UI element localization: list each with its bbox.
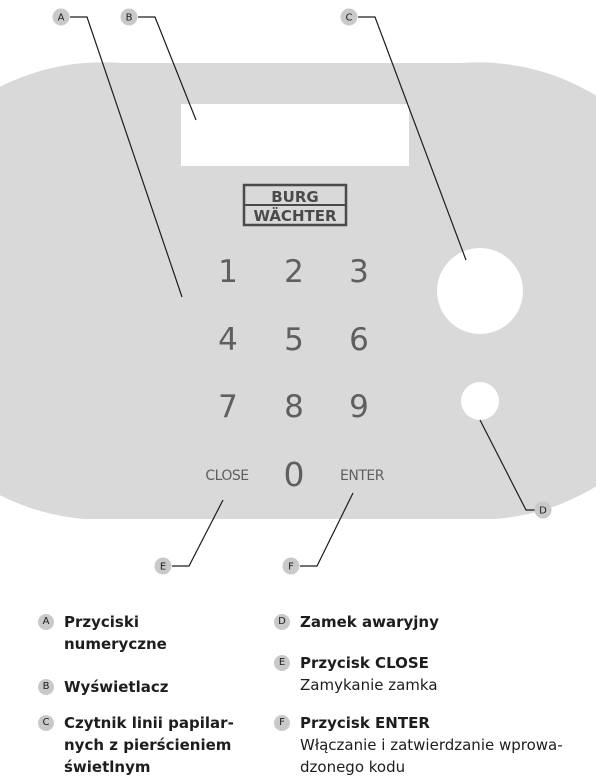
legend-c-title-2: nych z pierścieniem [64,736,232,754]
callout-b-badge [120,8,138,26]
legend-b-badge: B [38,679,54,695]
legend-e-desc: Zamykanie zamka [300,676,438,694]
brand-line1: BURG [271,188,318,206]
key-4[interactable]: 4 [218,322,238,358]
leader-line-f [300,492,354,567]
legend-f-desc-1: Włączanie i zatwierdzanie wprowa- [300,736,563,754]
leader-line-b [138,16,197,121]
callout-b-letter: B [126,13,133,24]
callout-c-letter: C [346,13,353,24]
key-7[interactable]: 7 [218,389,238,425]
key-1[interactable]: 1 [218,254,238,290]
burg-waechter-logo: BURG WÄCHTER [242,183,348,227]
legend-a-badge: A [38,614,54,630]
legend-c-badge: C [38,715,54,731]
enter-button[interactable]: ENTER [340,468,385,484]
callout-e-badge [154,557,172,575]
key-9[interactable]: 9 [349,389,369,425]
legend-c-title-1: Czytnik linii papilar- [64,714,234,732]
legend-a-title-2: numeryczne [64,635,167,653]
callout-a-badge [52,8,70,26]
fingerprint-reader[interactable] [437,248,523,334]
key-2[interactable]: 2 [284,254,304,290]
legend-e-badge: E [274,655,290,671]
lock-diagram: BURG WÄCHTER 1 2 3 4 5 6 7 8 9 0 CLOSE E… [0,8,596,575]
callout-e-letter: E [160,562,166,573]
legend-f-title: Przycisk ENTER [300,714,430,732]
lock-panel [0,62,596,519]
leader-line-a [70,16,183,298]
key-8[interactable]: 8 [284,389,304,425]
display-window [181,104,409,166]
callout-d-letter: D [539,506,547,517]
callout-f-badge [282,557,300,575]
legend-f-desc-2: dzonego kodu [300,758,406,776]
callout-c-badge [340,8,358,26]
legend-d-title: Zamek awaryjny [300,613,439,631]
callout-d-badge [534,501,552,519]
legend-c-title-3: świetlnym [64,758,151,776]
legend-a-title-1: Przyciski [64,613,139,631]
legend-b-title: Wyświetlacz [64,678,169,696]
callout-f-letter: F [288,562,294,573]
key-5[interactable]: 5 [284,322,304,358]
legend-f-badge: F [274,715,290,731]
key-6[interactable]: 6 [349,322,369,358]
key-0[interactable]: 0 [284,455,305,494]
close-button[interactable]: CLOSE [205,468,249,484]
leader-line-c [358,16,467,261]
callout-a-letter: A [58,13,65,24]
emergency-lock[interactable] [461,382,499,420]
leader-line-e [172,499,224,567]
brand-line2: WÄCHTER [253,206,337,225]
key-3[interactable]: 3 [349,254,369,290]
legend-d-badge: D [274,614,290,630]
legend-e-title: Przycisk CLOSE [300,654,429,672]
